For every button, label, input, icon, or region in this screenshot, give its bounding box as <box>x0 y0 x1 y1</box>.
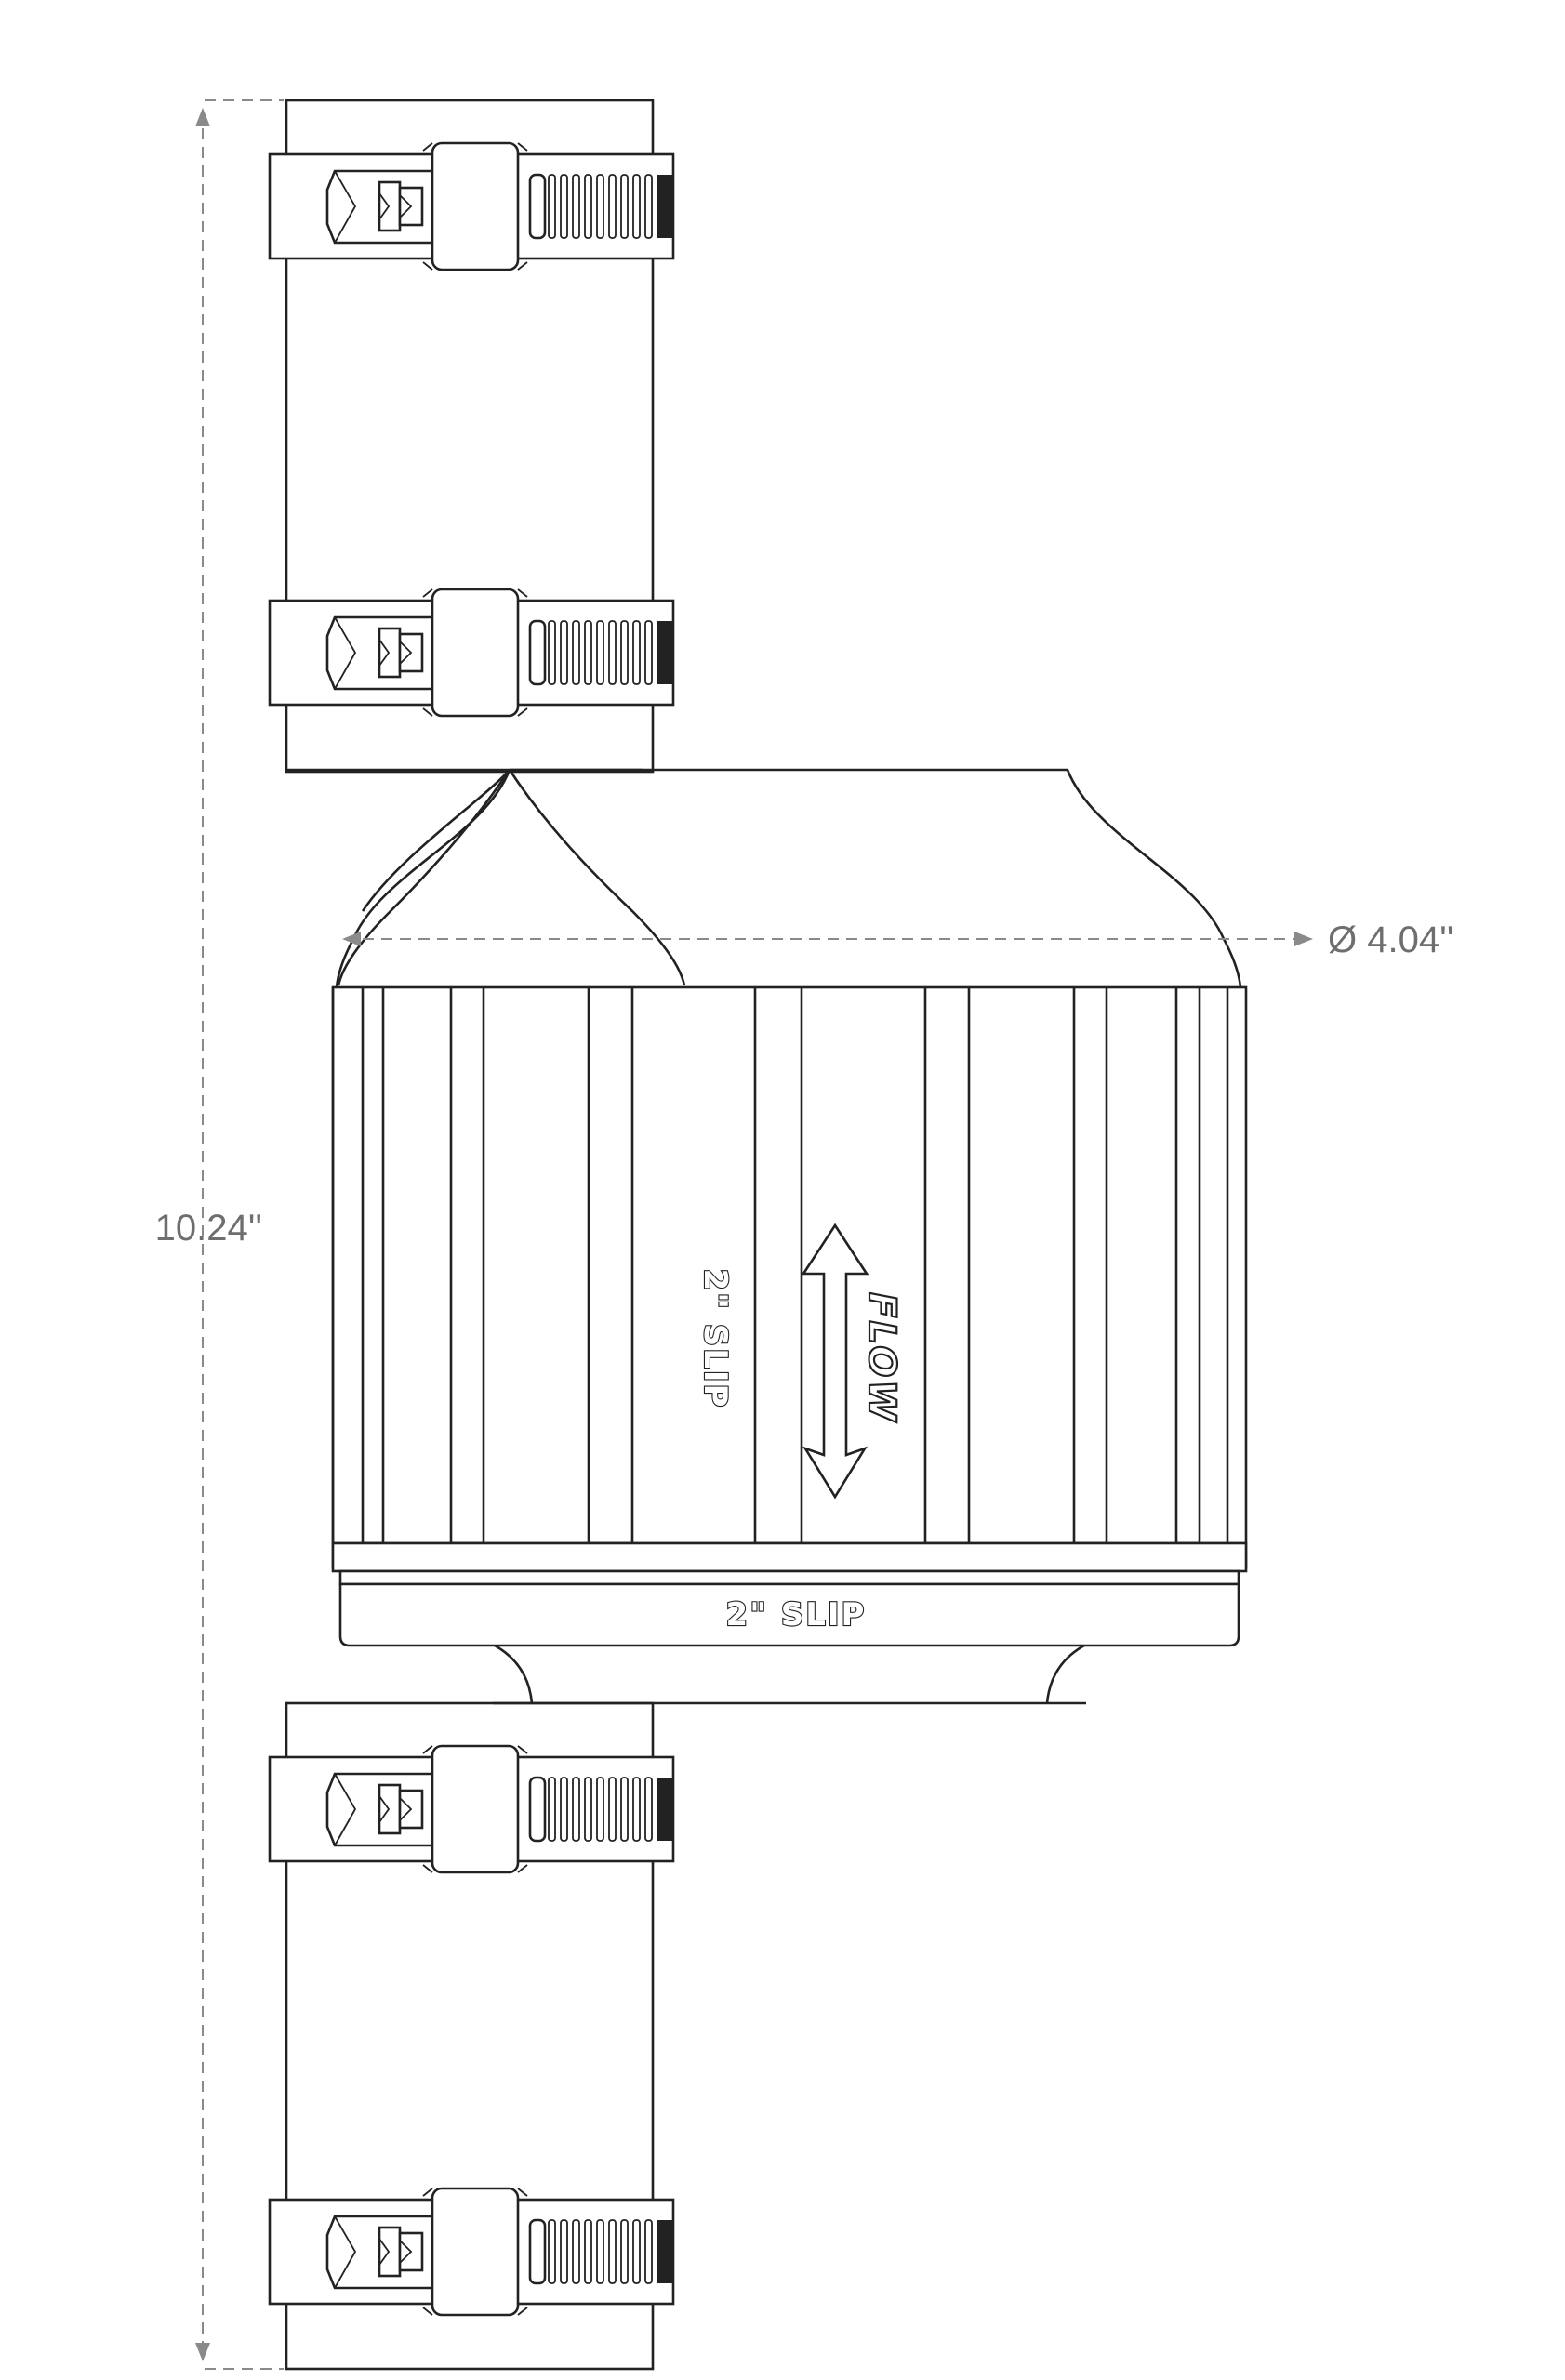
valve-collar <box>338 1582 1240 1647</box>
valve-cage <box>331 985 1248 1569</box>
collar-slip-label: 2" SLIP <box>726 1596 867 1633</box>
flow-label: FLOW <box>860 1292 903 1424</box>
height-dimension <box>195 99 284 2370</box>
bottom-clamp-lower <box>268 2187 675 2317</box>
side-slip-label: 2" SLIP <box>696 1269 734 1409</box>
height-label: 10.24'' <box>155 1208 262 1249</box>
top-clamp-upper <box>268 141 675 271</box>
bottom-clamp-upper <box>268 1744 675 1874</box>
diameter-label: Ø 4.04'' <box>1328 919 1453 960</box>
top-clamp-lower <box>268 588 675 718</box>
flow-arrow <box>801 1223 869 1500</box>
